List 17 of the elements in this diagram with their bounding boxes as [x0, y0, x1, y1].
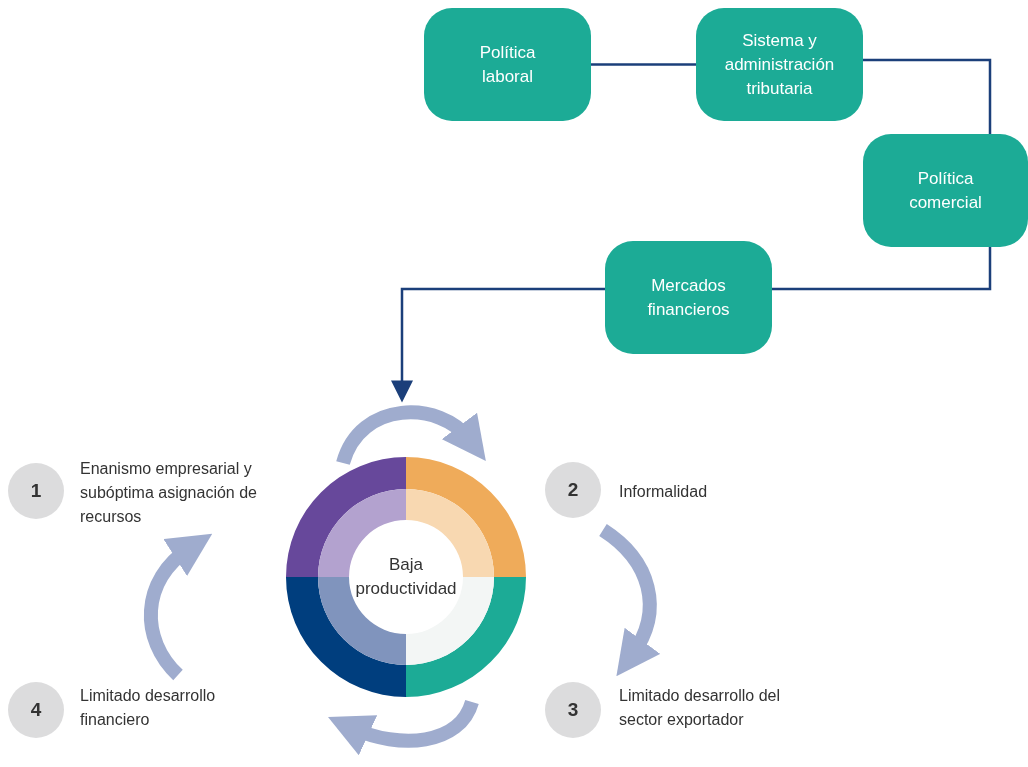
arrow [391, 287, 605, 403]
process-box [863, 134, 1028, 247]
process-box [696, 8, 863, 121]
box-label: Política comercial [908, 167, 983, 214]
connector-line [591, 63, 696, 66]
box-label: Sistema y administración tributaria [724, 29, 835, 100]
item-description: Limitado desarrollo financiero [80, 686, 217, 730]
process-box [605, 241, 772, 354]
connector-line [772, 247, 992, 291]
process-box [424, 8, 591, 121]
item-description: Limitado desarrollo del sector exportador [619, 686, 781, 730]
item-description: Informalidad [619, 482, 709, 502]
box-label: Política laboral [478, 41, 537, 88]
center-label: Baja productividad [354, 554, 458, 600]
connector-line [863, 58, 992, 134]
item-description: Enanismo empresarial y subóptima asignación de recursos [80, 459, 258, 527]
box-label: Mercados financieros [646, 274, 731, 321]
